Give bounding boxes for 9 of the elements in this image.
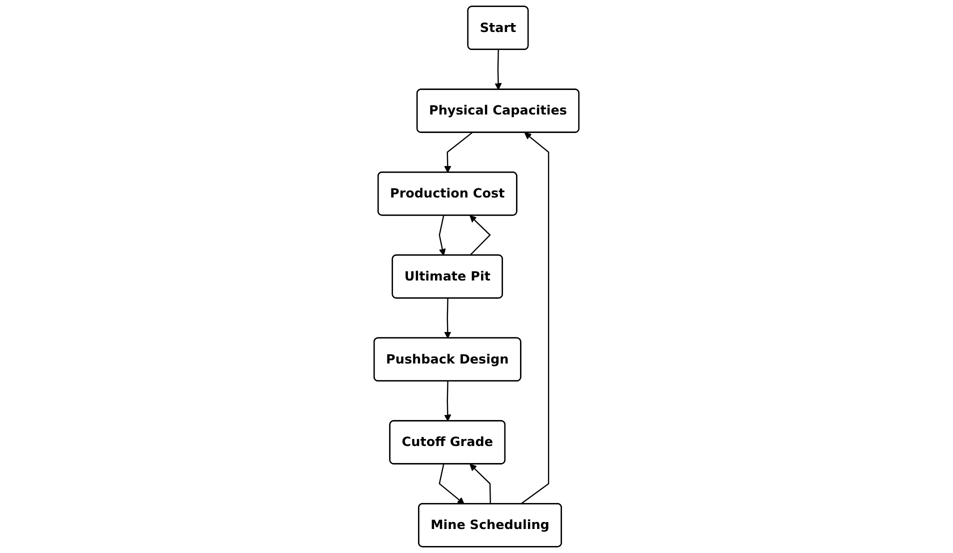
arrow [444,381,452,422]
arrow [469,215,491,256]
arrow [444,132,472,173]
arrow [494,50,502,90]
arrow [438,464,464,504]
arrow [444,298,452,339]
arrow [438,215,446,256]
arrow [470,464,491,504]
arrow [520,132,550,504]
